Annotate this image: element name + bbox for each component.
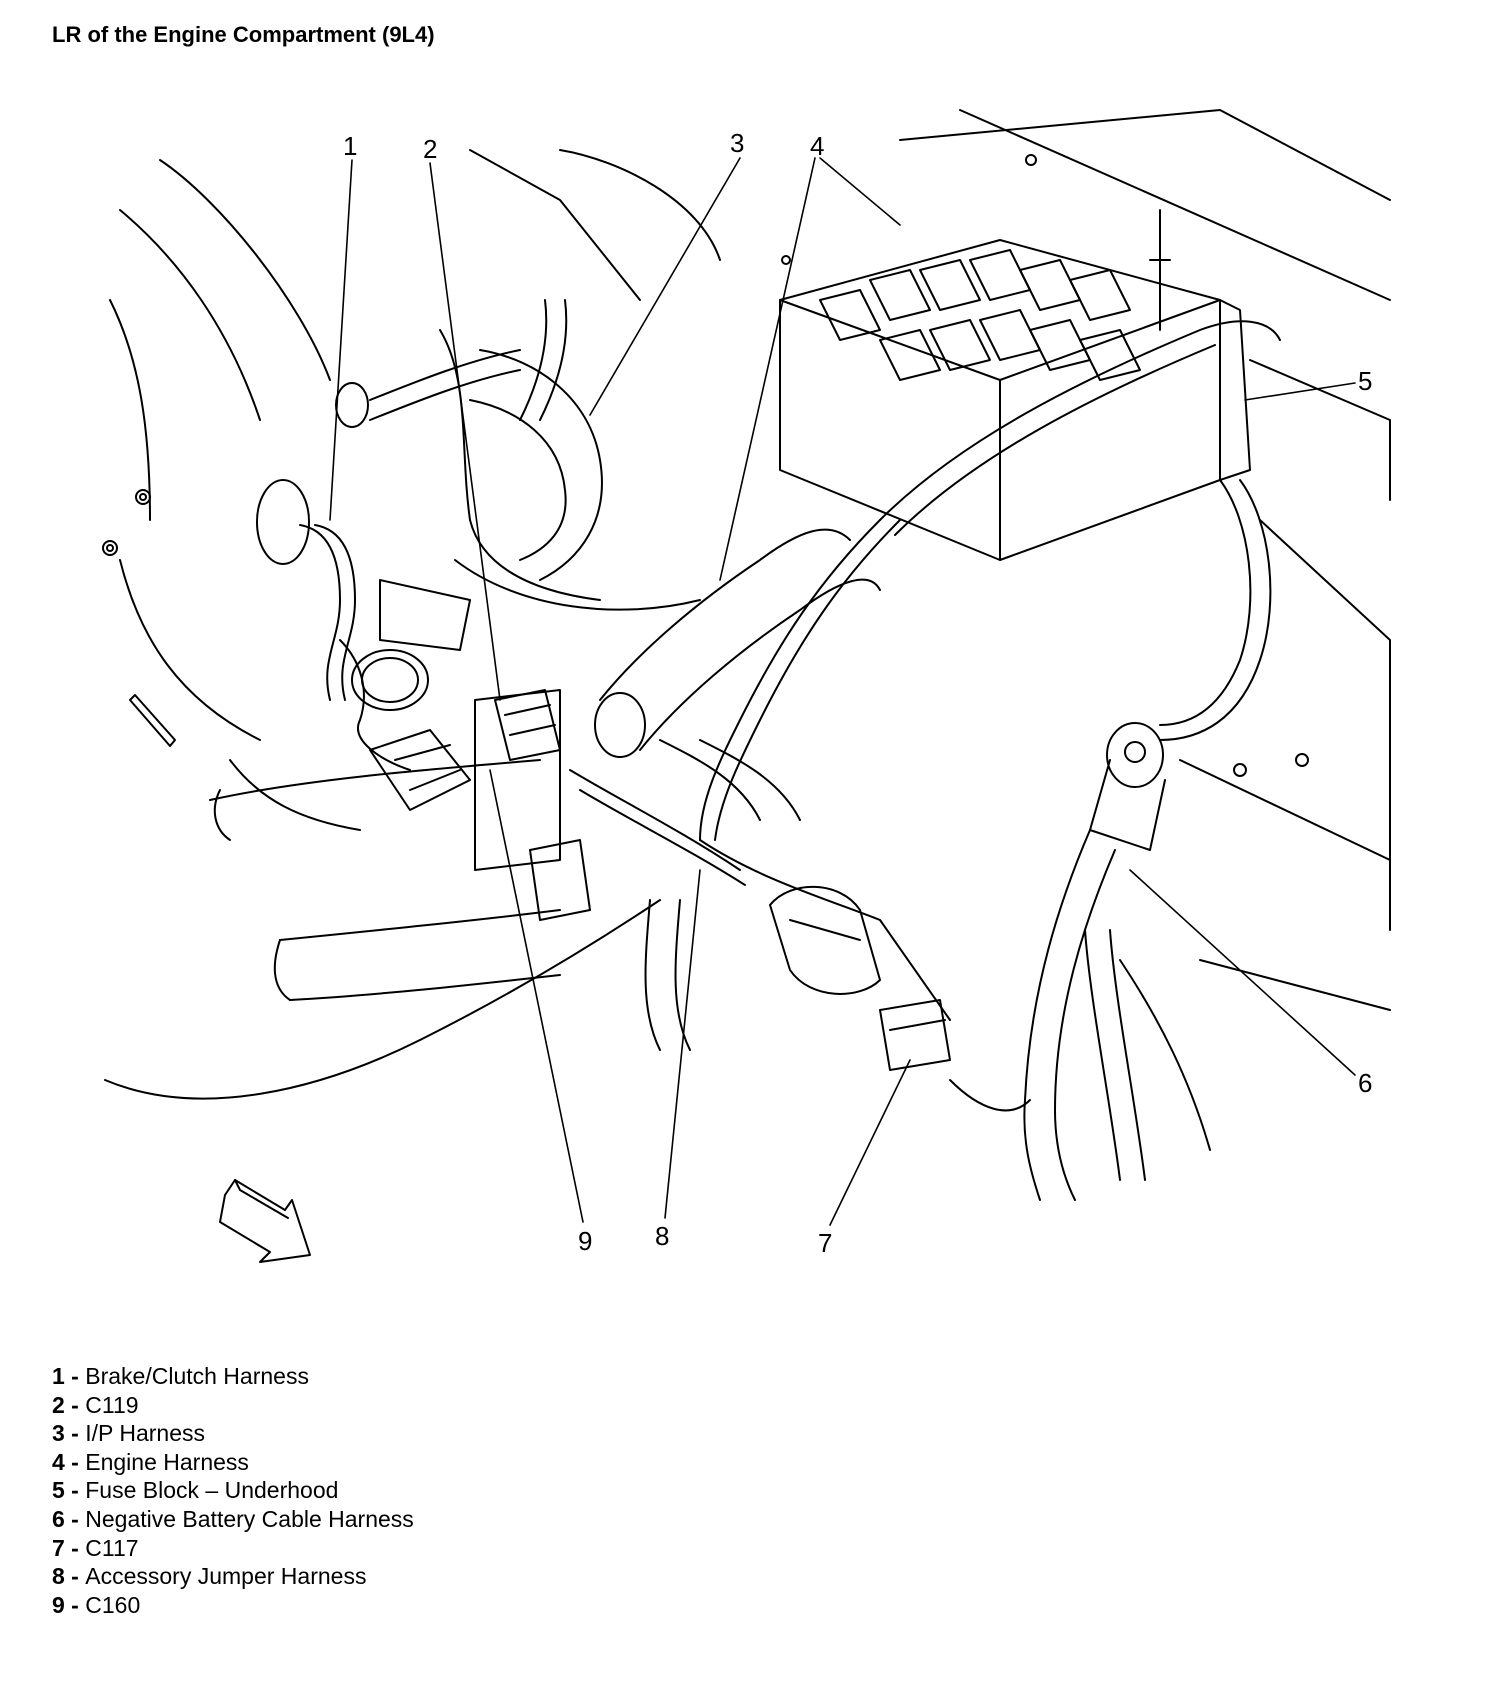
engine-compartment-illustration: 1 2 3 4 5 6 7 8 9 <box>102 109 1391 1263</box>
body-panels <box>102 109 1391 1151</box>
callout-2: 2 <box>423 134 437 164</box>
legend-item-3: 3 - I/P Harness <box>52 1420 205 1447</box>
c119-connector <box>494 689 561 761</box>
brake-clutch-harness <box>256 479 471 811</box>
callout-8: 8 <box>655 1221 669 1251</box>
engine-harness <box>594 528 881 821</box>
fuse-block-underhood <box>779 209 1251 561</box>
callout-6: 6 <box>1358 1068 1372 1098</box>
legend-item-9: 9 - C160 <box>52 1591 141 1618</box>
callout-3: 3 <box>730 128 744 158</box>
callout-5: 5 <box>1358 366 1372 396</box>
callout-9: 9 <box>578 1226 592 1256</box>
direction-arrow-icon <box>219 1179 311 1263</box>
legend-item-4: 4 - Engine Harness <box>52 1448 249 1475</box>
legend-item-5: 5 - Fuse Block – Underhood <box>52 1477 339 1504</box>
diagram-title: LR of the Engine Compartment (9L4) <box>52 22 435 47</box>
leader-lines <box>329 157 1356 1226</box>
legend-item-6: 6 - Negative Battery Cable Harness <box>52 1505 414 1532</box>
legend-item-1: 1 - Brake/Clutch Harness <box>52 1363 309 1389</box>
c160-connector <box>474 689 591 921</box>
callout-7: 7 <box>818 1228 832 1258</box>
callout-numbers: 1 2 3 4 5 6 7 8 9 <box>343 128 1372 1258</box>
c117-connector <box>769 885 951 1071</box>
callout-4: 4 <box>810 131 824 161</box>
accessory-jumper-harness <box>569 320 1281 1112</box>
legend-item-8: 8 - Accessory Jumper Harness <box>52 1563 367 1590</box>
legend-item-2: 2 - C119 <box>52 1391 139 1418</box>
ip-harness <box>335 299 701 611</box>
negative-battery-cable-harness <box>1023 479 1272 1201</box>
legend: 1 - Brake/Clutch Harness 2 - C119 3 - I/… <box>52 1362 414 1619</box>
legend-item-7: 7 - C117 <box>52 1534 139 1561</box>
callout-1: 1 <box>343 131 357 161</box>
